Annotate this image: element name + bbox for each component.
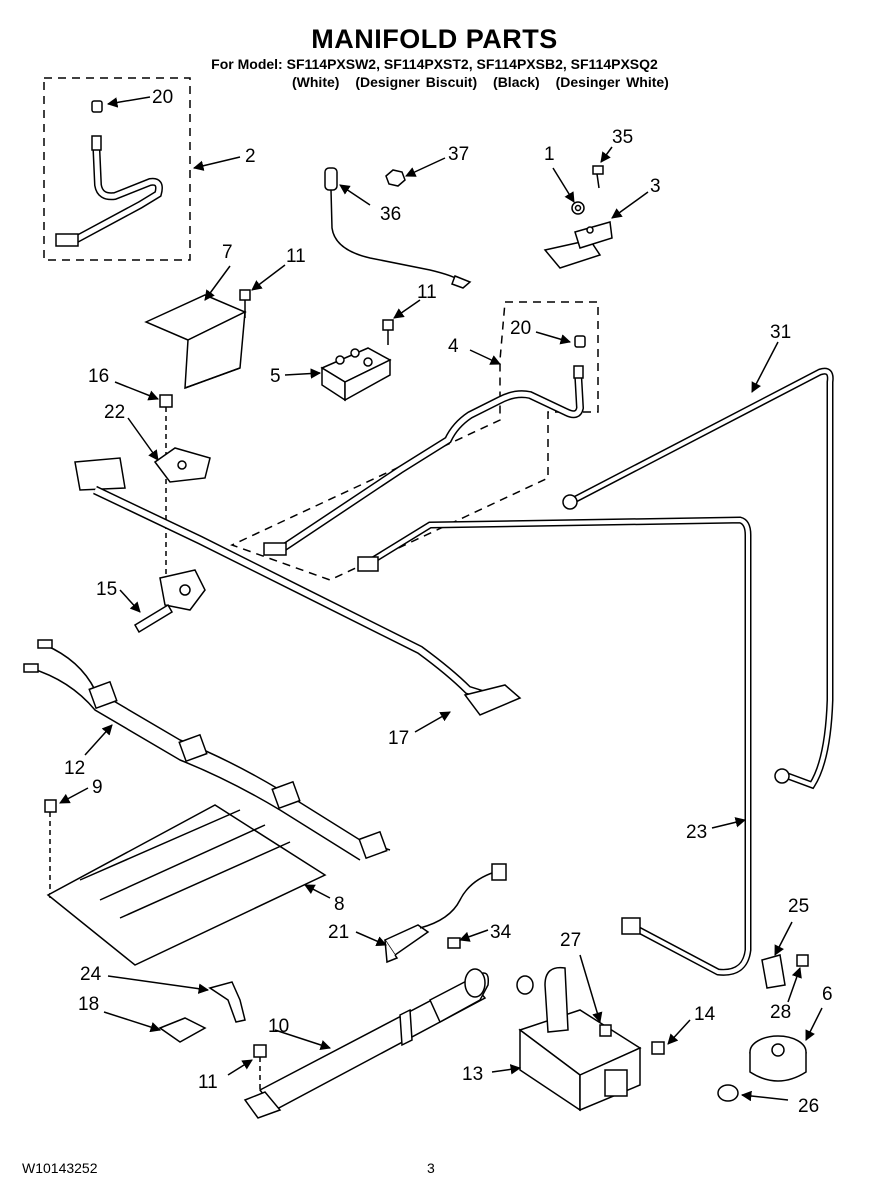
callout-24: 24 — [80, 964, 102, 985]
part-27-screw[interactable] — [599, 1024, 612, 1037]
callout-34: 34 — [490, 922, 512, 943]
part-6-pressure-regulator[interactable] — [749, 1035, 807, 1082]
part-9-screw[interactable] — [44, 799, 57, 900]
part-25-clamp[interactable] — [761, 954, 786, 989]
part-7-valve-bracket[interactable] — [144, 294, 247, 390]
part-36-wire-assembly[interactable] — [324, 167, 472, 289]
document-number: W10143252 — [22, 1160, 98, 1176]
callout-4: 4 — [448, 336, 459, 357]
leader-lines — [59, 96, 823, 1102]
callout-12: 12 — [64, 758, 85, 779]
part-12-ignition-harness[interactable] — [23, 639, 391, 861]
part-24-bracket[interactable] — [208, 981, 246, 1023]
part-21-igniter[interactable] — [383, 863, 507, 964]
part-15-valve[interactable] — [133, 569, 206, 634]
callout-7: 7 — [222, 242, 233, 263]
callout-35: 35 — [612, 127, 633, 148]
part-31-tube[interactable] — [562, 367, 834, 790]
callout-11c: 11 — [198, 1072, 218, 1093]
callout-20a: 20 — [152, 87, 173, 108]
part-1-nut[interactable] — [571, 201, 585, 215]
part-20-plug-a[interactable] — [91, 100, 103, 113]
color-variants: (White) (Designer Biscuit) (Black) (Desi… — [292, 74, 679, 90]
part-35-screw[interactable] — [592, 165, 604, 189]
callout-25: 25 — [788, 896, 809, 917]
part-17-manifold-pipe[interactable] — [74, 457, 522, 716]
callout-1: 1 — [544, 144, 555, 165]
callout-22: 22 — [104, 402, 125, 423]
color-designer-biscuit: (Designer Biscuit) — [355, 74, 478, 90]
callout-21: 21 — [328, 922, 349, 943]
part-8-burner-shield[interactable] — [46, 804, 327, 966]
callout-9: 9 — [92, 777, 103, 798]
part-16-screw[interactable] — [159, 394, 173, 585]
part-3-bracket[interactable] — [543, 221, 613, 269]
callout-18: 18 — [78, 994, 99, 1015]
callout-37: 37 — [448, 144, 469, 165]
part-20-plug-b[interactable] — [574, 335, 586, 348]
part-4-manifold-tube[interactable] — [230, 301, 599, 581]
model-list: For Model: SF114PXSW2, SF114PXST2, SF114… — [211, 56, 658, 72]
part-10-burner-tube[interactable] — [243, 968, 490, 1119]
callout-5: 5 — [270, 366, 281, 387]
color-designer-white: (Desinger White) — [555, 74, 669, 90]
callout-15: 15 — [96, 579, 117, 600]
color-black: (Black) — [493, 74, 540, 90]
part-5-regulator[interactable] — [320, 347, 392, 402]
callout-11b: 11 — [417, 282, 437, 303]
callout-16: 16 — [88, 366, 109, 387]
part-34-screw[interactable] — [447, 937, 461, 949]
page-title: MANIFOLD PARTS — [311, 24, 558, 54]
callout-26: 26 — [798, 1096, 819, 1117]
page-number: 3 — [427, 1160, 435, 1176]
part-11-screw-b[interactable] — [382, 319, 394, 345]
color-white: (White) — [292, 74, 340, 90]
callout-labels: 20 2 36 37 1 35 3 7 11 11 5 4 20 31 16 2… — [64, 87, 833, 1117]
part-18-clip[interactable] — [158, 1017, 207, 1043]
callout-3: 3 — [650, 176, 661, 197]
callout-17: 17 — [388, 728, 409, 749]
callout-14: 14 — [694, 1004, 716, 1025]
part-26-fitting[interactable] — [717, 1084, 739, 1102]
callout-10: 10 — [268, 1016, 289, 1037]
callout-11a: 11 — [286, 246, 306, 267]
part-14-screw[interactable] — [651, 1041, 665, 1055]
callout-28: 28 — [770, 1002, 791, 1023]
callout-31: 31 — [770, 322, 791, 343]
part-28-screw[interactable] — [796, 954, 809, 967]
callout-6: 6 — [822, 984, 833, 1005]
callout-20b: 20 — [510, 318, 531, 339]
callout-13: 13 — [462, 1064, 483, 1085]
part-11-screw-c[interactable] — [253, 1044, 267, 1090]
callout-8: 8 — [334, 894, 345, 915]
part-22-valve-bracket[interactable] — [153, 447, 211, 483]
callout-27: 27 — [560, 930, 581, 951]
callout-36: 36 — [380, 204, 401, 225]
part-11-screw-a[interactable] — [239, 289, 251, 318]
callout-23: 23 — [686, 822, 707, 843]
part-23-tube[interactable] — [357, 516, 752, 976]
part-37-nut[interactable] — [385, 169, 406, 187]
callout-2: 2 — [245, 146, 256, 167]
part-2-supply-tube[interactable] — [43, 77, 191, 261]
part-13-oven-valve[interactable] — [516, 966, 642, 1112]
